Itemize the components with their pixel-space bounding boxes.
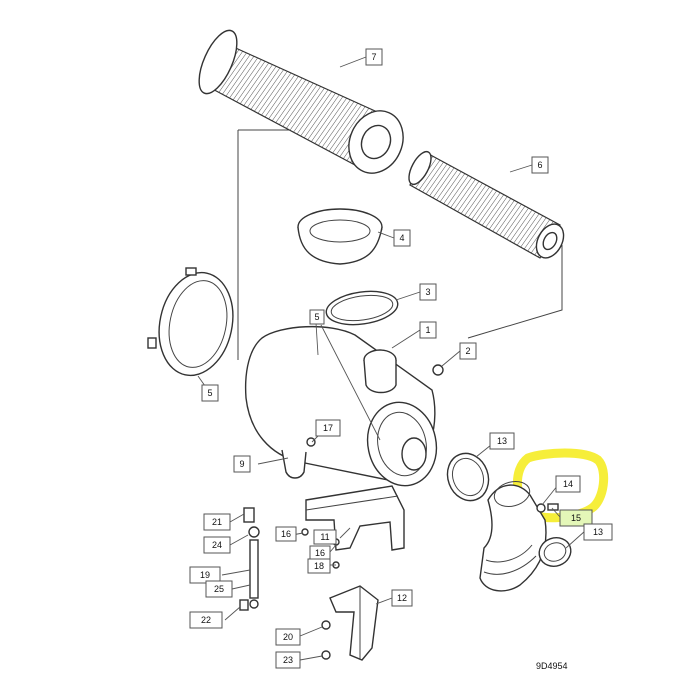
callout-5-clamp: 5 — [201, 384, 219, 402]
lower-bracket — [329, 585, 379, 661]
callout-19: 19 — [189, 566, 221, 584]
callout-15: 15 — [559, 509, 593, 527]
svg-text:18: 18 — [314, 561, 324, 571]
callout-5-housing: 5 — [309, 309, 325, 325]
drawing-code: 9D4954 — [536, 661, 568, 671]
clamp-band — [147, 267, 234, 377]
callout-21: 21 — [203, 513, 231, 531]
callout-3: 3 — [419, 283, 437, 301]
svg-text:22: 22 — [201, 615, 211, 625]
hose-clamp-upper — [446, 452, 490, 502]
callout-22: 22 — [189, 611, 223, 629]
callout-11: 11 — [313, 529, 337, 545]
callout-25: 25 — [205, 580, 233, 598]
svg-text:3: 3 — [425, 287, 430, 297]
svg-text:11: 11 — [320, 532, 329, 542]
support-strap — [248, 526, 260, 609]
svg-text:7: 7 — [371, 52, 376, 62]
svg-text:6: 6 — [537, 160, 542, 170]
callout-17: 17 — [315, 419, 341, 437]
part-callouts: 7 6 4 3 1 2 5 5 17 9 13 14 15 13 21 24 1… — [189, 48, 613, 669]
callout-23: 23 — [275, 651, 301, 669]
svg-text:24: 24 — [212, 540, 222, 550]
svg-text:19: 19 — [200, 570, 210, 580]
callout-4: 4 — [393, 229, 411, 247]
svg-text:4: 4 — [399, 233, 404, 243]
svg-text:20: 20 — [283, 632, 293, 642]
svg-text:25: 25 — [214, 584, 224, 594]
callout-13-upper: 13 — [489, 432, 515, 450]
svg-text:23: 23 — [283, 655, 293, 665]
svg-text:17: 17 — [323, 423, 333, 433]
svg-text:1: 1 — [425, 325, 430, 335]
secondary-filter-element — [408, 150, 565, 259]
callout-14: 14 — [555, 475, 581, 493]
callout-9: 9 — [233, 455, 251, 473]
callout-18: 18 — [307, 558, 331, 574]
svg-text:13: 13 — [497, 436, 507, 446]
svg-text:9: 9 — [239, 459, 244, 469]
primary-filter-element — [198, 29, 404, 174]
callout-1: 1 — [419, 321, 437, 339]
svg-text:14: 14 — [563, 479, 573, 489]
callout-24: 24 — [203, 536, 231, 554]
callout-16-left: 16 — [275, 526, 297, 542]
callout-13-lower: 13 — [583, 523, 613, 541]
svg-text:12: 12 — [397, 593, 407, 603]
svg-text:16: 16 — [281, 529, 291, 539]
o-ring-seal — [325, 290, 399, 326]
callout-7: 7 — [365, 48, 383, 66]
callout-6: 6 — [531, 156, 549, 174]
air-cleaner-housing — [244, 325, 444, 487]
svg-text:21: 21 — [212, 517, 222, 527]
hose-fittings — [536, 503, 559, 513]
callout-2: 2 — [459, 342, 477, 360]
svg-text:2: 2 — [465, 346, 470, 356]
svg-text:16: 16 — [315, 548, 325, 558]
svg-text:5: 5 — [207, 388, 212, 398]
elbow-hose — [479, 481, 572, 592]
callout-20: 20 — [275, 628, 301, 646]
dust-bowl — [297, 208, 383, 265]
svg-text:5: 5 — [314, 312, 319, 322]
callout-16-right: 16 — [309, 545, 331, 561]
callout-12: 12 — [391, 589, 413, 607]
svg-text:13: 13 — [593, 527, 603, 537]
svg-text:15: 15 — [571, 513, 581, 523]
mounting-bracket — [305, 485, 405, 551]
